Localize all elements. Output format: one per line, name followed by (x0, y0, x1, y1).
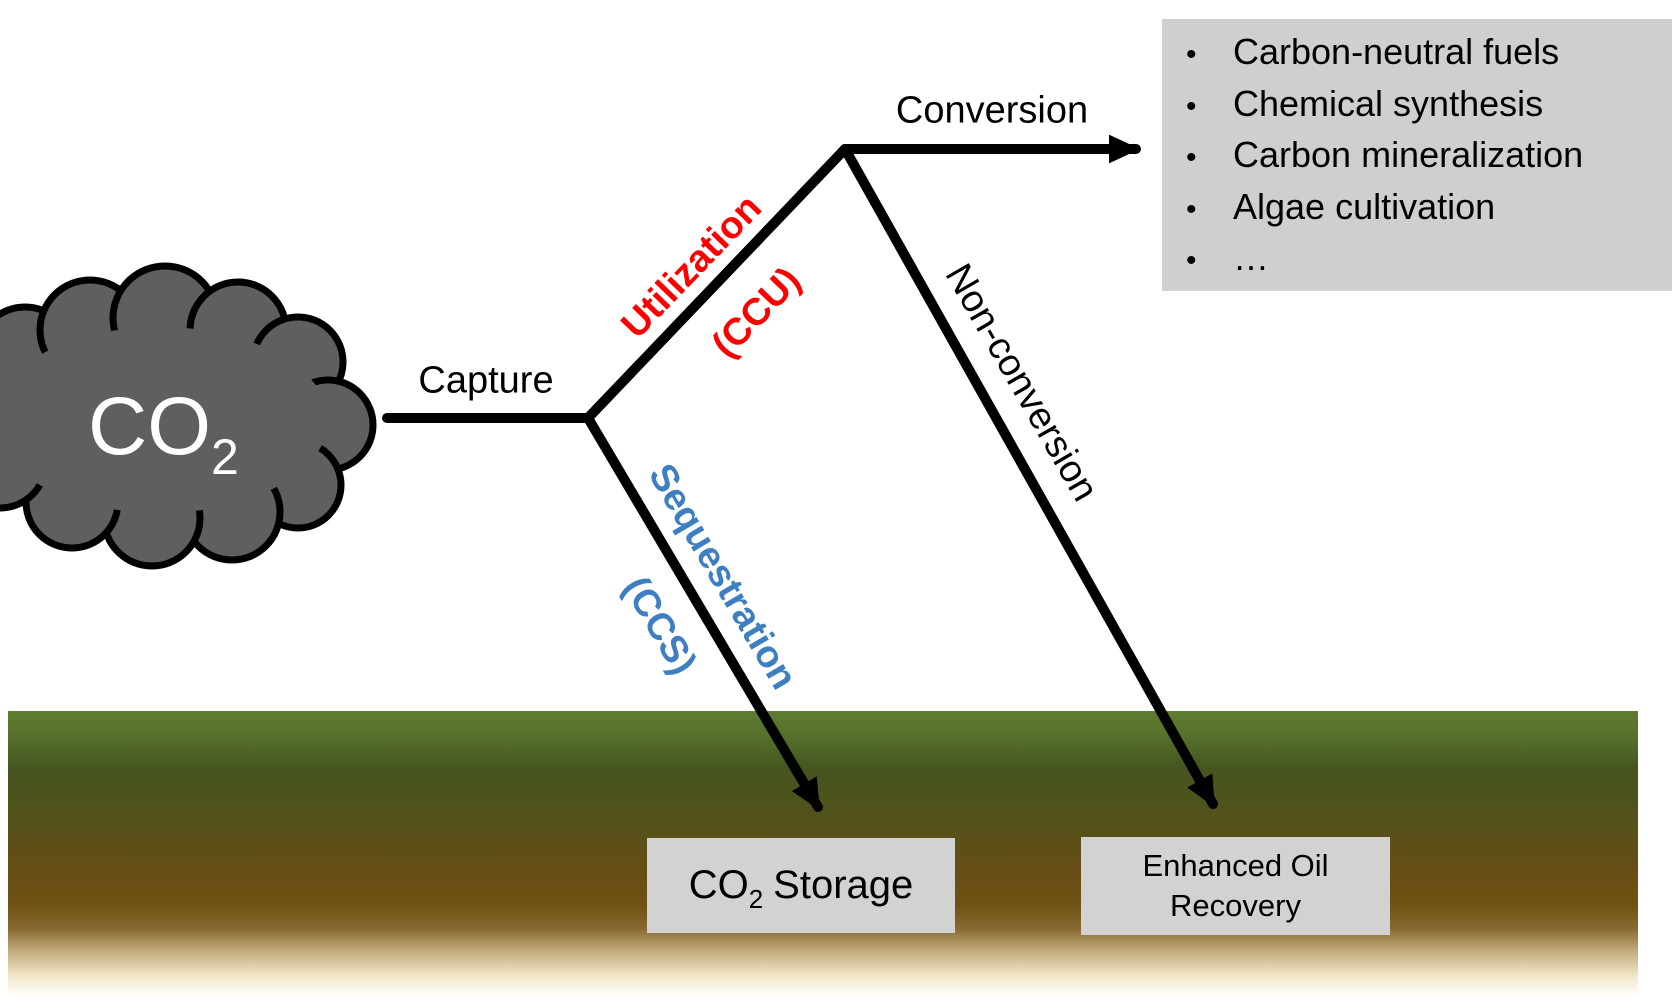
bullet-icon: • (1186, 89, 1197, 123)
list-item: • Carbon-neutral fuels (1162, 28, 1672, 80)
list-item: • … (1162, 234, 1672, 286)
conversion-products-box: • Carbon-neutral fuels • Chemical synthe… (1162, 19, 1672, 291)
bullet-icon: • (1186, 244, 1197, 277)
conversion-label: Conversion (895, 89, 1089, 132)
product-label: Carbon-neutral fuels (1233, 31, 1560, 72)
bullet-icon: • (1186, 192, 1197, 226)
ccs-label: (CCS) (614, 569, 705, 682)
conversion-products-list: • Carbon-neutral fuels • Chemical synthe… (1162, 28, 1672, 286)
co2-cloud-label: CO2 (88, 381, 239, 485)
product-label: Chemical synthesis (1233, 82, 1544, 124)
non-conversion-arrow (840, 144, 1218, 809)
list-item: • Carbon mineralization (1162, 131, 1672, 183)
product-label: Algae cultivation (1233, 185, 1496, 227)
co2-cloud-icon (0, 262, 377, 570)
product-label: Carbon mineralization (1233, 134, 1584, 175)
ccu-label: (CCU) (704, 259, 810, 366)
product-label: … (1233, 237, 1269, 278)
capture-label: Capture (418, 359, 554, 402)
utilization-line (583, 144, 850, 423)
list-item: • Chemical synthesis (1162, 80, 1672, 132)
list-item: • Algae cultivation (1162, 183, 1672, 235)
bullet-icon: • (1186, 141, 1197, 174)
bullet-icon: • (1186, 38, 1197, 71)
non-conversion-label: Non-conversion (936, 257, 1107, 509)
